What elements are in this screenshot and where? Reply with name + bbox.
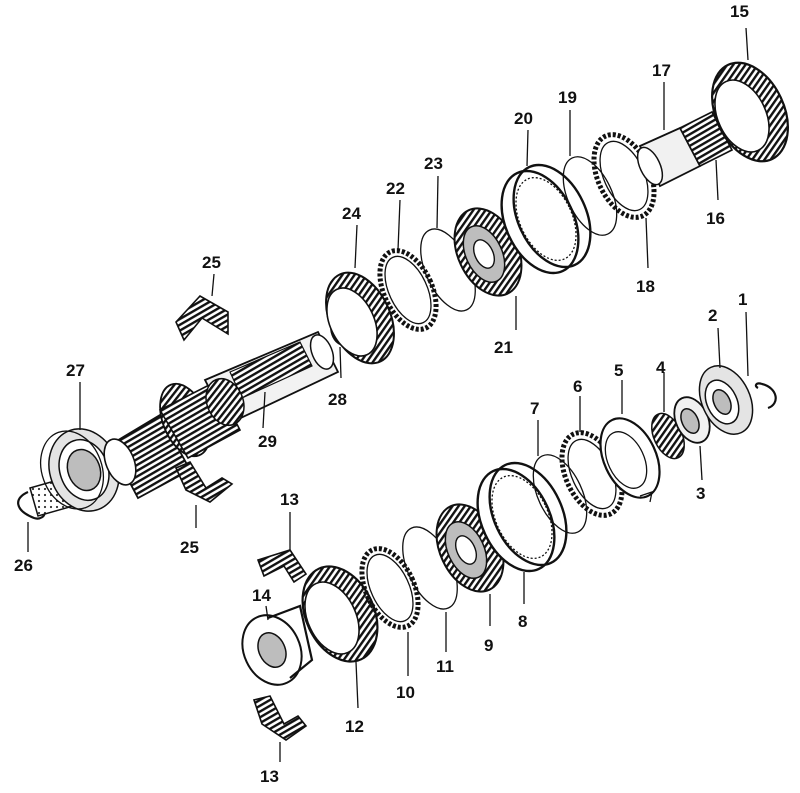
gear-12 [301,565,379,709]
callout-labels: 1 2 3 4 5 6 7 8 9 10 11 12 13 13 14 15 1… [14,2,749,786]
needle-bearing-25-lower [174,460,234,528]
callout-1: 1 [738,290,747,309]
needle-bearing-13-lower [252,695,308,762]
callout-13-upper: 13 [280,490,299,509]
callout-20: 20 [514,109,533,128]
callout-8: 8 [518,612,527,631]
sync-ring-22 [377,199,439,332]
leader-lines [27,382,81,552]
callout-21: 21 [494,338,513,357]
callout-17: 17 [652,61,671,80]
callout-29: 29 [258,432,277,451]
callout-6: 6 [573,377,582,396]
spring-ring-7 [532,420,588,534]
callout-23: 23 [424,154,443,173]
bush-3 [673,396,711,481]
callout-25-lower: 25 [180,538,199,557]
callout-11: 11 [436,657,454,676]
upper-gear-row [325,27,789,365]
callout-14: 14 [252,586,271,605]
sync-hub-21 [453,207,523,330]
callout-9: 9 [484,636,493,655]
callout-10: 10 [396,683,415,702]
bush-14 [241,604,314,686]
bearing-2 [698,327,754,435]
spring-ring-19 [562,110,618,236]
callout-27: 27 [66,361,85,380]
sync-ring-10 [359,546,421,676]
callout-12: 12 [345,717,364,736]
callout-24: 24 [342,204,361,223]
lower-gear-row [241,311,777,762]
callout-4: 4 [656,358,666,377]
needle-bearing-25-upper [175,273,229,342]
ring-5 [599,380,661,503]
bearing-27 [40,428,120,512]
input-shaft-gears [103,380,242,500]
callout-25-upper: 25 [202,253,221,272]
callout-7: 7 [530,399,539,418]
callout-2: 2 [708,306,717,325]
callout-13-lower: 13 [260,767,279,786]
sleeve-8 [476,461,568,604]
callout-26: 26 [14,556,33,575]
input-shaft-assembly [17,318,350,520]
callout-18: 18 [636,277,655,296]
callout-15: 15 [730,2,749,21]
callout-16: 16 [706,209,725,228]
gear-24 [325,224,395,365]
callout-5: 5 [614,361,623,380]
callout-19: 19 [558,88,577,107]
circlip-1 [745,311,777,410]
gear-15 [711,27,789,163]
needle-bearing-13-upper [256,512,308,584]
callout-3: 3 [696,484,705,503]
shaft-29 [203,330,340,429]
callout-28: 28 [328,390,347,409]
callout-22: 22 [386,179,405,198]
bush-17 [636,82,702,188]
sleeve-20 [500,129,592,275]
